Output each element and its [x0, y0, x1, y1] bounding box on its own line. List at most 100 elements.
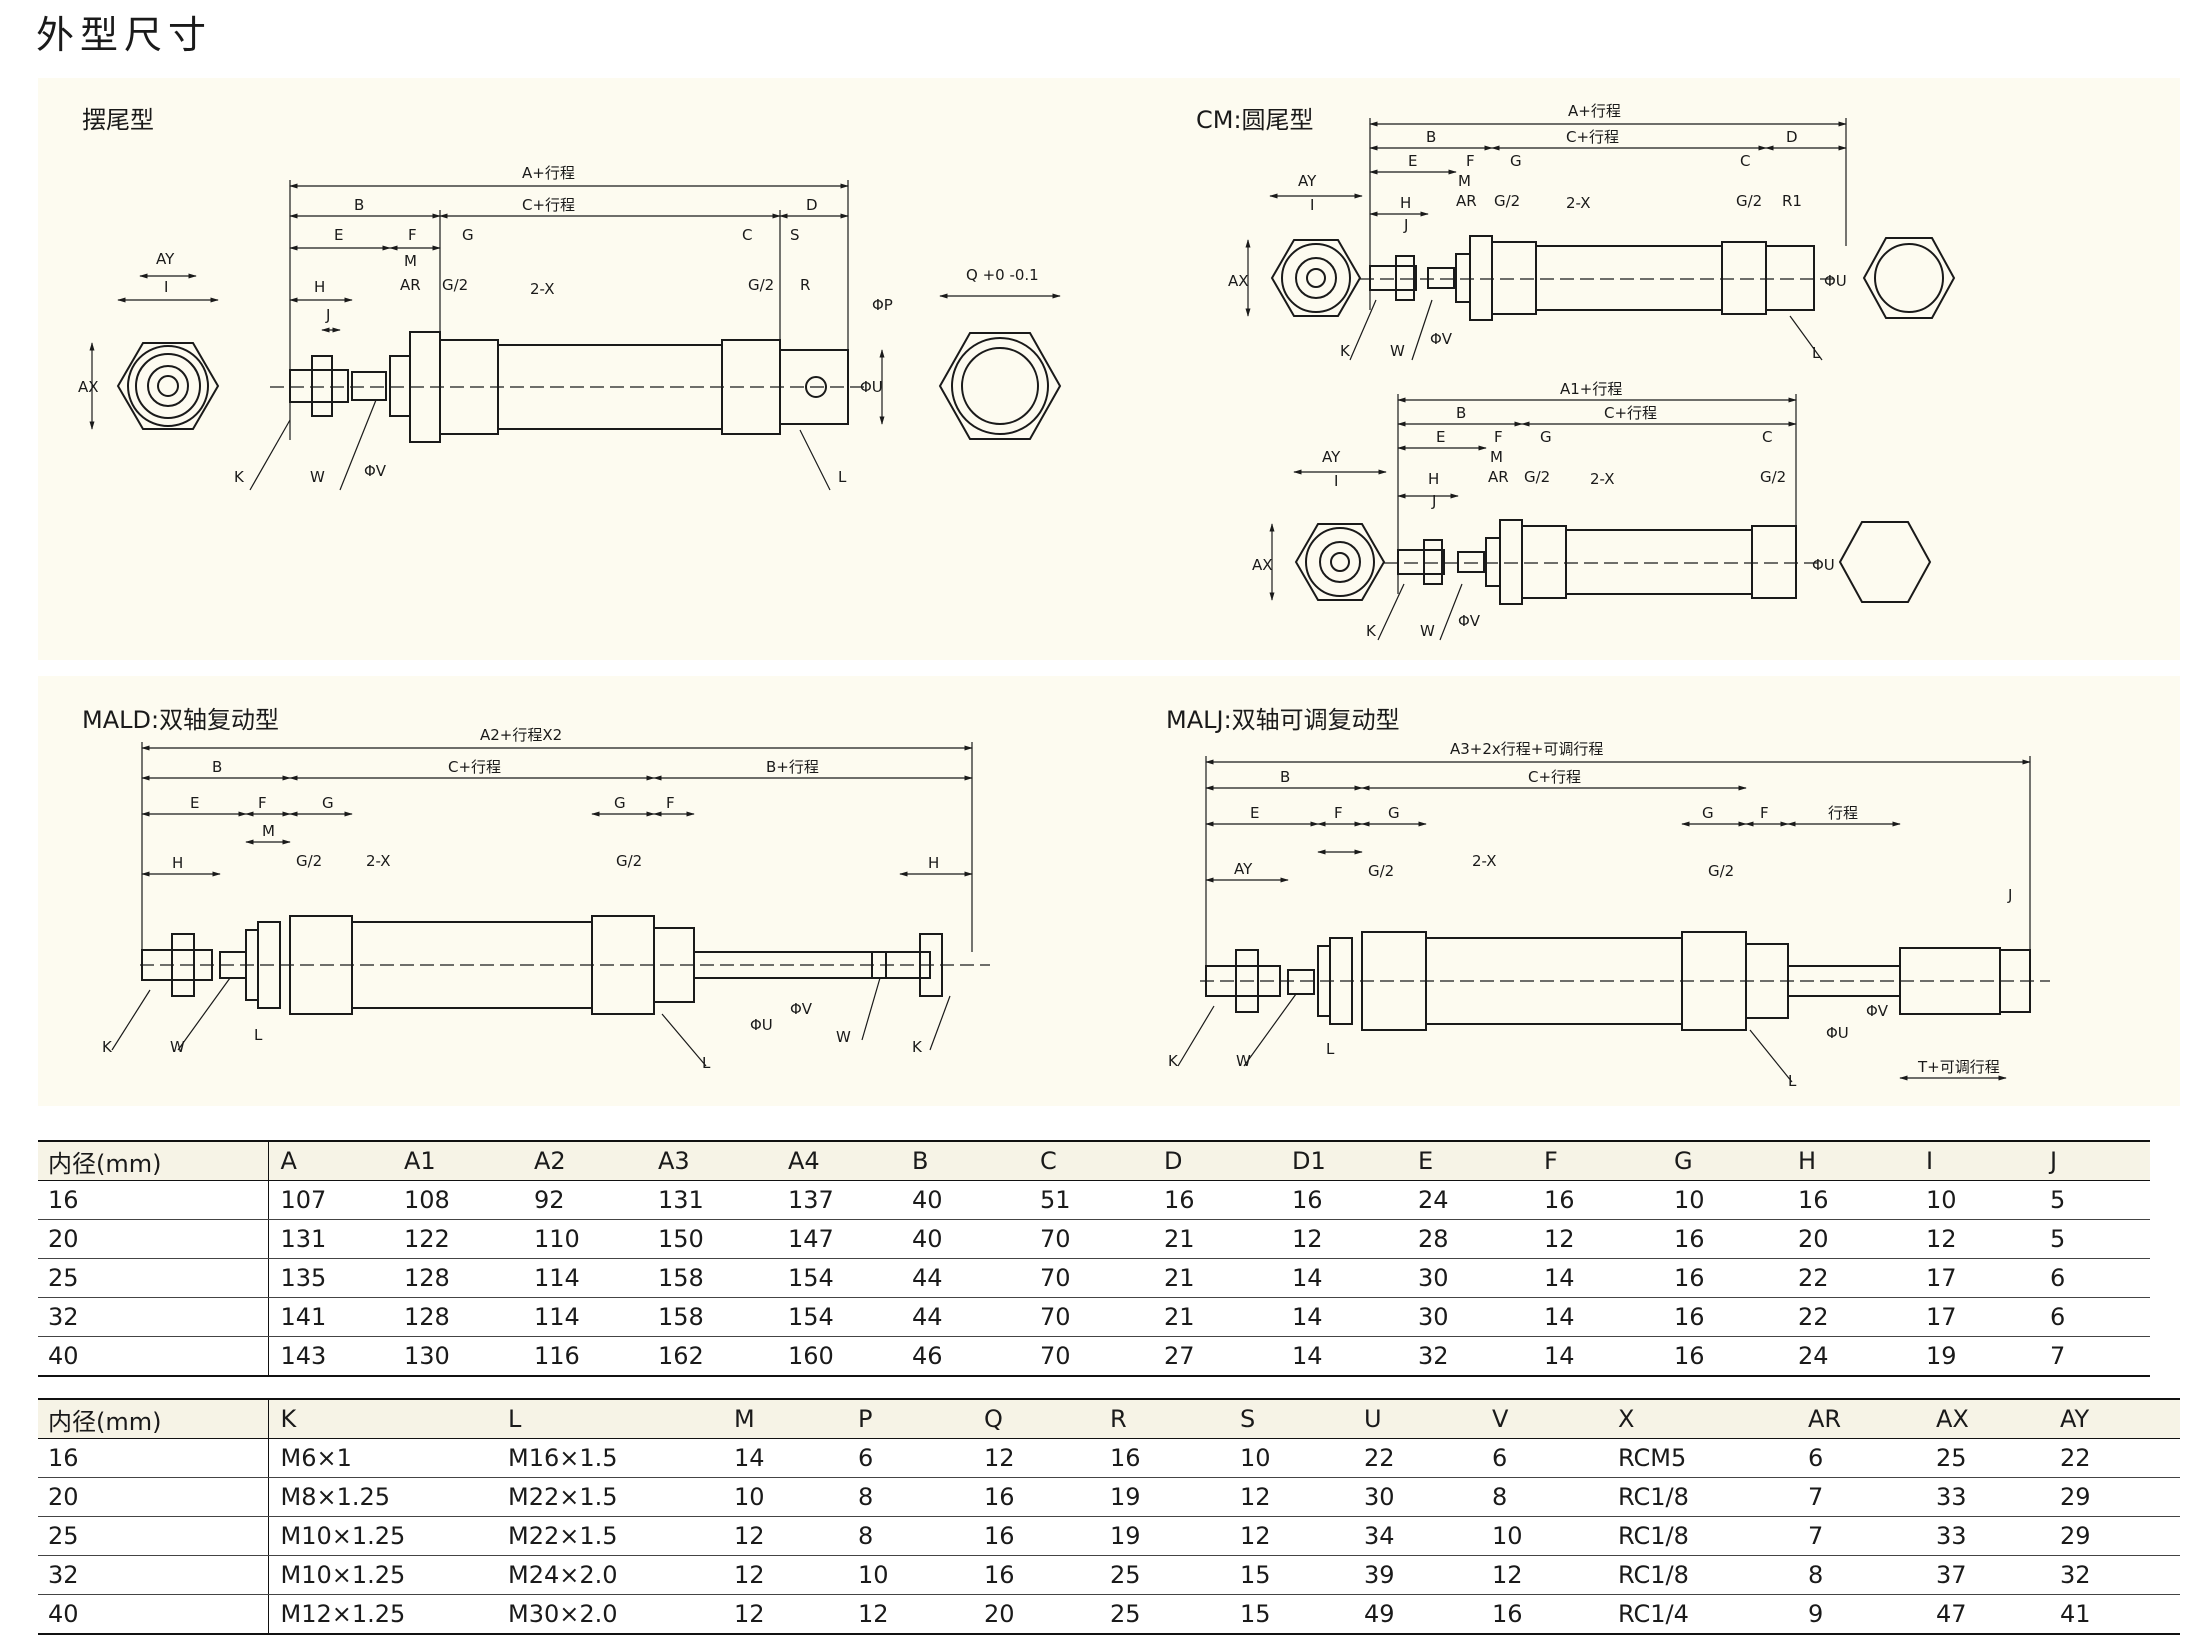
table-cell: 22 — [1786, 1297, 1914, 1337]
column-header: A — [268, 1140, 392, 1181]
table-cell: 14 — [1532, 1336, 1662, 1377]
table-cell: 40 — [900, 1219, 1028, 1259]
table-cell: 154 — [776, 1297, 900, 1337]
dim-malj-k: K — [1168, 1052, 1179, 1070]
dim-mald-2x: 2-X — [366, 852, 391, 870]
dim-mald-f-2: F — [666, 794, 675, 812]
table-cell: 49 — [1352, 1594, 1480, 1635]
table-cell: 20 — [1786, 1219, 1914, 1259]
table-cell: 16 — [1662, 1297, 1786, 1337]
table-cell: 7 — [1796, 1477, 1924, 1517]
dim-cmv-g-half-2: G/2 — [1760, 468, 1786, 486]
table-cell: RC1/8 — [1606, 1516, 1796, 1556]
table-cell: 32 — [1406, 1336, 1532, 1377]
dim-m: M — [404, 252, 417, 270]
table-cell: 28 — [1406, 1219, 1532, 1259]
table-cell: 20 — [972, 1594, 1098, 1635]
table-cell: 12 — [1480, 1555, 1606, 1595]
dim-cmv-m: M — [1490, 448, 1503, 466]
table-cell: 158 — [646, 1297, 776, 1337]
dim-mald-a2-stroke: A2+行程X2 — [480, 726, 562, 744]
drawing-dimension-labels: A+行程 C+行程 B D E F G C S M AR G/2 2-X G/2… — [78, 102, 2012, 1090]
table-cell: 44 — [900, 1258, 1028, 1298]
column-header: A4 — [776, 1140, 900, 1181]
table-cell: 16 — [1152, 1180, 1280, 1220]
table-cell: 10 — [722, 1477, 846, 1517]
dim-ar: AR — [400, 276, 421, 294]
table-cell: 9 — [1796, 1594, 1924, 1635]
dim-cmv-ay: AY — [1322, 448, 1341, 466]
table-cell: 8 — [1480, 1477, 1606, 1517]
section-label-swing: 摆尾型 — [82, 106, 154, 134]
table-cell: 147 — [776, 1219, 900, 1259]
table-cell: 114 — [522, 1258, 646, 1298]
cm-end-view-right — [1862, 237, 1956, 319]
column-header: U — [1352, 1398, 1480, 1439]
dim-malj-f-2: F — [1760, 804, 1769, 822]
column-header: C — [1028, 1140, 1152, 1181]
dim-c-stroke: C+行程 — [522, 196, 575, 214]
dim-mald-m: M — [262, 822, 275, 840]
drawing-cm-type — [1245, 118, 1956, 361]
column-header: V — [1480, 1398, 1606, 1439]
table-cell: 14 — [1280, 1336, 1406, 1377]
dim-malj-ay: AY — [1234, 860, 1253, 878]
table-cell: 22 — [2048, 1438, 2180, 1478]
table-cell: 29 — [2048, 1516, 2180, 1556]
table-cell: 30 — [1406, 1297, 1532, 1337]
table-cell: 162 — [646, 1336, 776, 1377]
column-header: J — [2038, 1140, 2150, 1181]
table-cell: 6 — [846, 1438, 972, 1478]
drawing-swing-type — [89, 180, 1062, 491]
table-cell: 40 — [38, 1336, 269, 1377]
dim-cm-w: W — [1390, 342, 1405, 360]
table-cell: 25 — [38, 1258, 269, 1298]
table-cell: 25 — [1924, 1438, 2048, 1478]
table-cell: 16 — [1662, 1219, 1786, 1259]
dim-malj-b: B — [1280, 768, 1290, 786]
table-cell: 143 — [268, 1336, 392, 1377]
table-cell: 114 — [522, 1297, 646, 1337]
table-cell: 16 — [972, 1555, 1098, 1595]
dim-cmv-phi-u: ΦU — [1812, 556, 1835, 574]
dim-cmv-a1-stroke: A1+行程 — [1560, 380, 1622, 398]
table-cell: 24 — [1786, 1336, 1914, 1377]
table-cell: 6 — [2038, 1297, 2150, 1337]
dim-cm-a-stroke: A+行程 — [1568, 102, 1621, 120]
column-header: M — [722, 1398, 846, 1439]
table-cell: M10×1.25 — [268, 1516, 496, 1556]
dim-mald-l-2: L — [702, 1054, 711, 1072]
table-cell: 10 — [1914, 1180, 2038, 1220]
table-cell: 16 — [38, 1180, 269, 1220]
dim-mald-phi-u: ΦU — [750, 1016, 773, 1034]
table-cell: M12×1.25 — [268, 1594, 496, 1635]
dim-cm-k: K — [1340, 342, 1351, 360]
dim-w: W — [310, 468, 325, 486]
table-cell: 12 — [846, 1594, 972, 1635]
dim-cmv-h: H — [1428, 470, 1439, 488]
dim-cm-e: E — [1408, 152, 1417, 170]
table-cell: 12 — [1280, 1219, 1406, 1259]
dim-i: I — [164, 278, 168, 296]
section-label-cm: CM:圆尾型 — [1196, 106, 1314, 134]
dim-f: F — [408, 226, 417, 244]
table-cell: 24 — [1406, 1180, 1532, 1220]
dim-cm-b: B — [1426, 128, 1436, 146]
table-cell: 16 — [1786, 1180, 1914, 1220]
table-cell: 128 — [392, 1258, 522, 1298]
table-cell: 17 — [1914, 1297, 2038, 1337]
table-cell: 21 — [1152, 1258, 1280, 1298]
table-cell: 16 — [1280, 1180, 1406, 1220]
table-cell: 47 — [1924, 1594, 2048, 1635]
table-cell: 14 — [1532, 1297, 1662, 1337]
table-cell: 92 — [522, 1180, 646, 1220]
dim-cm-g-half-2: G/2 — [1736, 192, 1762, 210]
table-cell: 131 — [268, 1219, 392, 1259]
table-cell: 25 — [1098, 1594, 1228, 1635]
